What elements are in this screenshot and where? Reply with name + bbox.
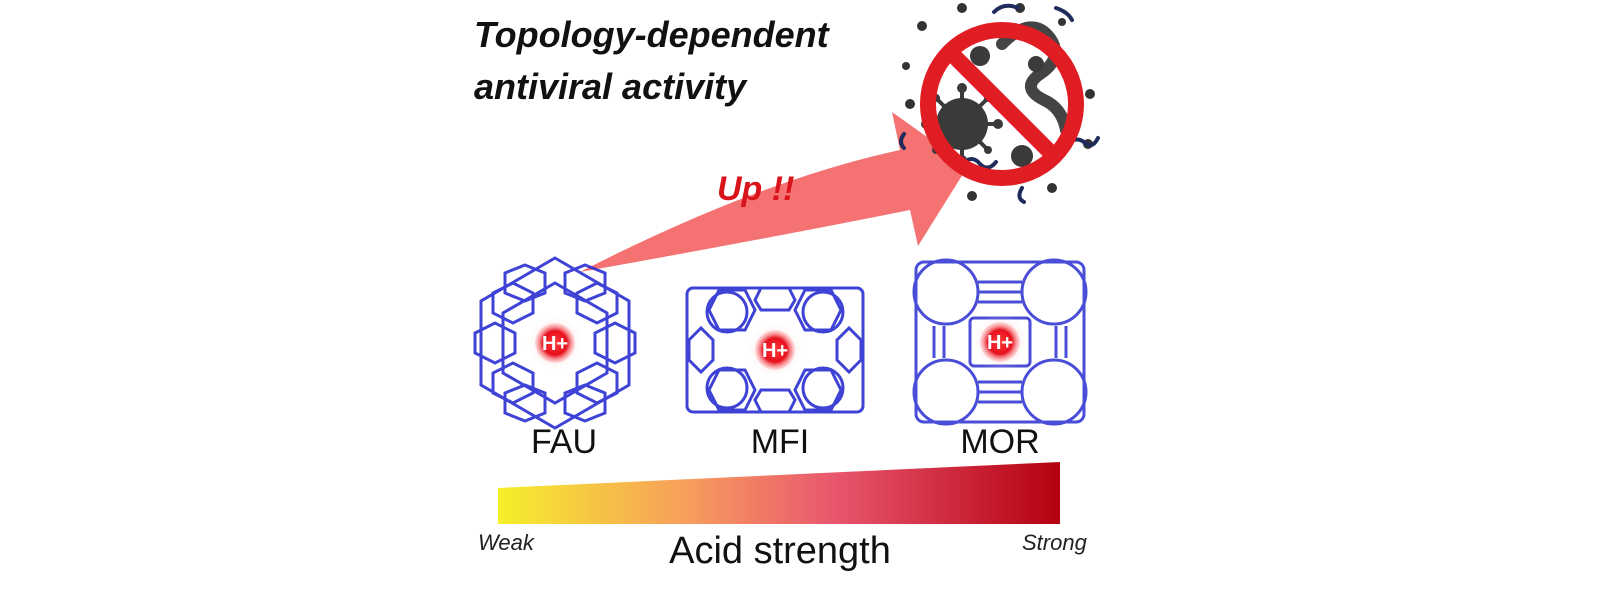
proton-label: H+ [762, 340, 788, 362]
acid-strength-wedge [498, 462, 1060, 524]
framework-label-fau: FAU [530, 423, 598, 461]
proton-label: H+ [987, 332, 1013, 354]
proton-site [535, 323, 575, 363]
framework-label-mfi: MFI [750, 423, 810, 461]
mor-framework: H+ [912, 258, 1088, 426]
proton-site [755, 330, 795, 370]
scale-axis-label: Acid strength [669, 530, 891, 572]
title-line-2: antiviral activity [474, 66, 747, 107]
proton-site [980, 322, 1020, 362]
scale-low-label: Weak [478, 530, 534, 555]
mfi-framework: H+ [685, 286, 865, 414]
increase-arrow [580, 112, 968, 272]
arrow-label: Up !! [717, 170, 795, 208]
proton-label: H+ [542, 333, 568, 355]
fau-framework: H+ [473, 256, 637, 430]
framework-label-mor: MOR [960, 423, 1040, 461]
virus-prohibited-icon [899, 3, 1100, 204]
scale-high-label: Strong [1022, 530, 1087, 555]
title-line-1: Topology-dependent [474, 14, 829, 55]
